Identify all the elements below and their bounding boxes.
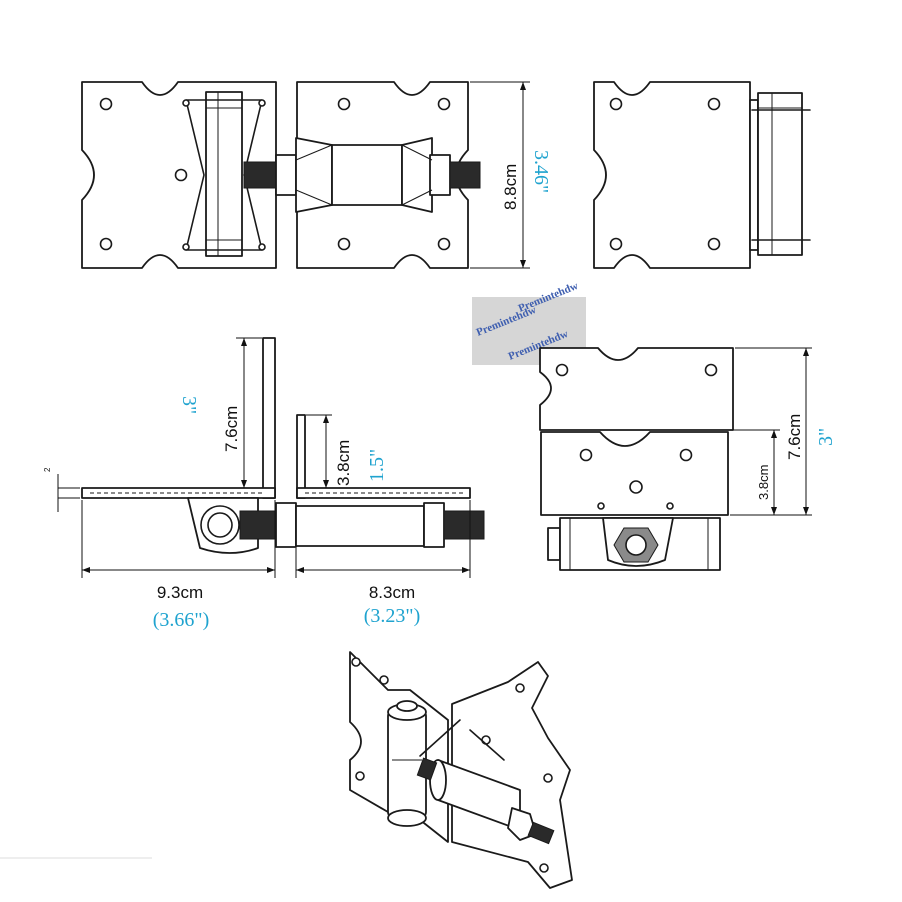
- threaded-bolt: [449, 161, 481, 189]
- screw-hole: [609, 97, 623, 111]
- side-right-leg: [296, 414, 306, 499]
- end-lower-plate: [540, 431, 729, 516]
- side-left-leg: [262, 337, 276, 499]
- front-height-cm: 8.8cm: [501, 164, 520, 210]
- iso-spring: [387, 709, 427, 819]
- side-spring-tube: [295, 505, 425, 547]
- side-tall-in: 3": [178, 396, 200, 414]
- screw-hole: [337, 237, 351, 251]
- front-spring-barrel: [182, 91, 266, 257]
- thickness-dim: 2: [43, 467, 52, 472]
- screw-hole: [437, 97, 451, 111]
- screw-hole: [679, 448, 693, 462]
- tube-flare: [295, 137, 333, 213]
- spring-tube: [331, 144, 403, 206]
- screw-hole: [555, 363, 569, 377]
- front-height-in: 3.46": [530, 150, 552, 193]
- side-view: 2 7.6cm 3" 3.8cm 1.5" 9.3cm (3.66") 8.3c…: [43, 337, 485, 631]
- front-view: 8.8cm 3.46": [81, 81, 552, 269]
- threaded-bolt: [243, 161, 279, 189]
- hex-nut: [429, 154, 451, 196]
- end-tall-in: 3": [815, 428, 837, 446]
- back-spring-barrel: [757, 92, 803, 256]
- width-left-in: (3.66"): [153, 609, 209, 631]
- screw-hole: [337, 97, 351, 111]
- end-upper-plate: [539, 347, 734, 431]
- end-tall-cm: 7.6cm: [785, 414, 804, 460]
- screw-hole: [707, 237, 721, 251]
- end-short-cm: 3.8cm: [756, 465, 771, 500]
- end-view: 3.8cm 7.6cm 3": [539, 347, 837, 571]
- screw-hole: [629, 480, 643, 494]
- isometric-view: [349, 651, 573, 889]
- back-plate: [593, 81, 751, 269]
- side-short-in: 1.5": [366, 449, 388, 482]
- side-short-cm: 3.8cm: [334, 440, 353, 486]
- screw-hole: [609, 237, 623, 251]
- screw-hole: [707, 97, 721, 111]
- width-right-in: (3.23"): [364, 605, 420, 627]
- screw-hole: [579, 448, 593, 462]
- screw-hole: [99, 97, 113, 111]
- screw-hole: [437, 237, 451, 251]
- width-left-cm: 9.3cm: [157, 583, 203, 602]
- back-view: [593, 81, 811, 269]
- screw-hole: [704, 363, 718, 377]
- width-right-cm: 8.3cm: [369, 583, 415, 602]
- side-tall-cm: 7.6cm: [222, 406, 241, 452]
- hex-nut: [275, 154, 297, 196]
- screw-hole: [99, 237, 113, 251]
- screw-hole: [174, 168, 188, 182]
